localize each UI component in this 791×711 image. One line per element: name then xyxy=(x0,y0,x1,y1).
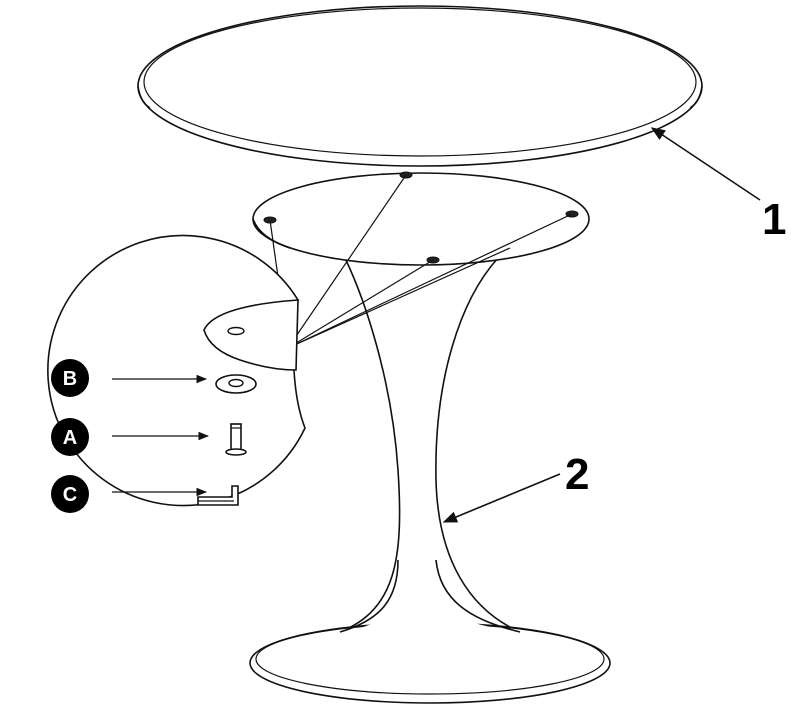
table-top xyxy=(137,5,703,167)
badge-allen-key-letter: C xyxy=(63,484,77,506)
badge-washer: B xyxy=(51,359,89,397)
badge-bolt-letter: A xyxy=(63,427,77,449)
bolt xyxy=(225,423,247,456)
pedestal-base xyxy=(249,171,611,704)
badge-bolt: A xyxy=(51,418,89,456)
hardware-detail-view: B A C xyxy=(47,174,573,513)
mounting-plate xyxy=(252,172,590,266)
badge-washer-letter: B xyxy=(63,368,77,390)
washer xyxy=(215,374,257,394)
part-label-pedestal: 2 xyxy=(565,450,589,499)
callout-pedestal: 2 xyxy=(442,450,589,523)
badge-allen-key: C xyxy=(51,475,89,513)
part-label-table-top: 1 xyxy=(762,195,786,244)
callout-table-top: 1 xyxy=(650,127,786,244)
allen-key xyxy=(197,485,239,506)
pedestal-stem xyxy=(339,257,521,633)
detail-plate-section xyxy=(203,299,299,371)
